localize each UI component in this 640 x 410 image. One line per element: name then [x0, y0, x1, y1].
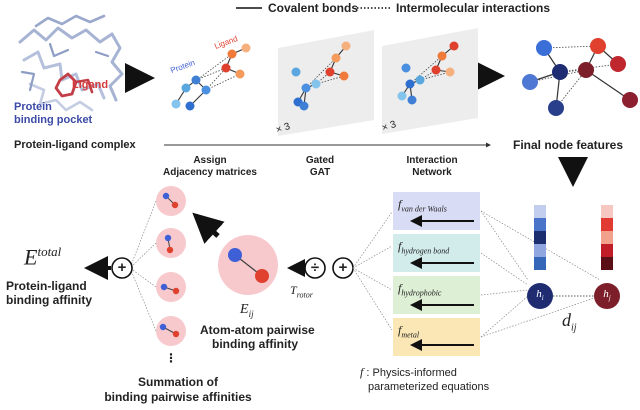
- feature-cell: [534, 218, 546, 231]
- feature-cell: [534, 231, 546, 244]
- node-hi: [527, 283, 553, 309]
- protein-affinity-line1: Protein-ligand: [6, 279, 87, 293]
- feature-cell: [601, 231, 613, 244]
- divide-operator: [304, 257, 326, 279]
- divide-glyph: ÷: [310, 259, 320, 276]
- hi-label: hi: [536, 288, 544, 303]
- feature-cell: [534, 244, 546, 257]
- pairwise-circle: [218, 235, 278, 295]
- legend-covalent: Covalent bonds: [268, 1, 359, 15]
- plus-glyph: +: [338, 259, 348, 276]
- protein-affinity-line2: binding affinity: [6, 293, 92, 307]
- feature-vector-hi: [534, 205, 546, 270]
- feature-link-lines: [480, 210, 601, 338]
- final-node-features-label: Final node features: [513, 138, 624, 152]
- equations-caption-line1: f : Physics-informed: [360, 365, 457, 380]
- interaction-network-panel: [382, 28, 478, 134]
- interaction-label-line1: Interaction: [406, 155, 458, 166]
- pairwise-affinity-line1: Atom-atom pairwise: [200, 323, 315, 337]
- assign-label-line1: Assign: [193, 155, 227, 166]
- pairwise-affinity-line2: binding affinity: [212, 337, 298, 351]
- hbond-equation-box: [393, 234, 480, 272]
- assign-label-line2: Adjacency matrices: [163, 167, 257, 178]
- graph-interaction: [397, 41, 459, 105]
- gated-gat-panel: [278, 30, 374, 136]
- arrow-to-summation: [192, 212, 225, 244]
- interaction-label-line2: Network: [412, 167, 452, 178]
- equations-caption-line2: parameterized equations: [368, 381, 490, 393]
- equation-arrows: [410, 215, 474, 351]
- pairwise-energy-label: Eij: [240, 302, 254, 319]
- distance-label: dij: [562, 310, 577, 334]
- pocket-label-line2: binding pocket: [14, 114, 93, 126]
- pairwise-affinity-column: [156, 186, 186, 346]
- legend-intermolecular: Intermolecular interactions: [396, 1, 551, 15]
- node-hj: [594, 283, 620, 309]
- vdw-equation-box: [393, 192, 480, 230]
- gated-label-line1: Gated: [305, 155, 335, 166]
- total-energy-label: Etotal: [24, 244, 62, 270]
- graph-assign: [171, 43, 251, 111]
- ellipsis: ⋮: [165, 351, 177, 365]
- equation-link-lines: [352, 211, 393, 331]
- feature-vector-hj: [601, 205, 613, 270]
- ligand-label: Ligand: [72, 79, 109, 91]
- feature-cell: [601, 244, 613, 257]
- metal-equation-label: fmetal: [398, 323, 420, 340]
- summation-line2: binding pairwise affinities: [104, 390, 252, 404]
- feature-cell: [601, 257, 613, 270]
- summation-line1: Summation of: [138, 375, 218, 389]
- gated-label-line2: GAT: [309, 167, 331, 178]
- summation-link-lines: [129, 200, 157, 332]
- hj-label: hj: [603, 288, 611, 303]
- sum-operator: [111, 257, 133, 279]
- feature-cell: [601, 205, 613, 218]
- vdw-equation-label: fvan der Waals: [398, 197, 447, 214]
- hydrophobic-equation-box: [393, 276, 480, 314]
- complex-caption: Protein-ligand complex: [14, 139, 136, 151]
- feature-cell: [601, 218, 613, 231]
- feature-cell: [534, 257, 546, 270]
- hbond-equation-label: fhydrogen bond: [398, 239, 450, 256]
- rotor-label: Trotor: [290, 283, 313, 300]
- feature-cell: [534, 205, 546, 218]
- hydrophobic-equation-label: fhydrophobic: [398, 281, 442, 298]
- metal-equation-box: [393, 318, 480, 356]
- pocket-label-line1: Protein: [14, 101, 52, 113]
- graph-gated: [291, 41, 351, 111]
- final-node-graph: [522, 38, 638, 116]
- sum-glyph: +: [117, 259, 127, 276]
- protein-pocket-structure: [18, 14, 124, 112]
